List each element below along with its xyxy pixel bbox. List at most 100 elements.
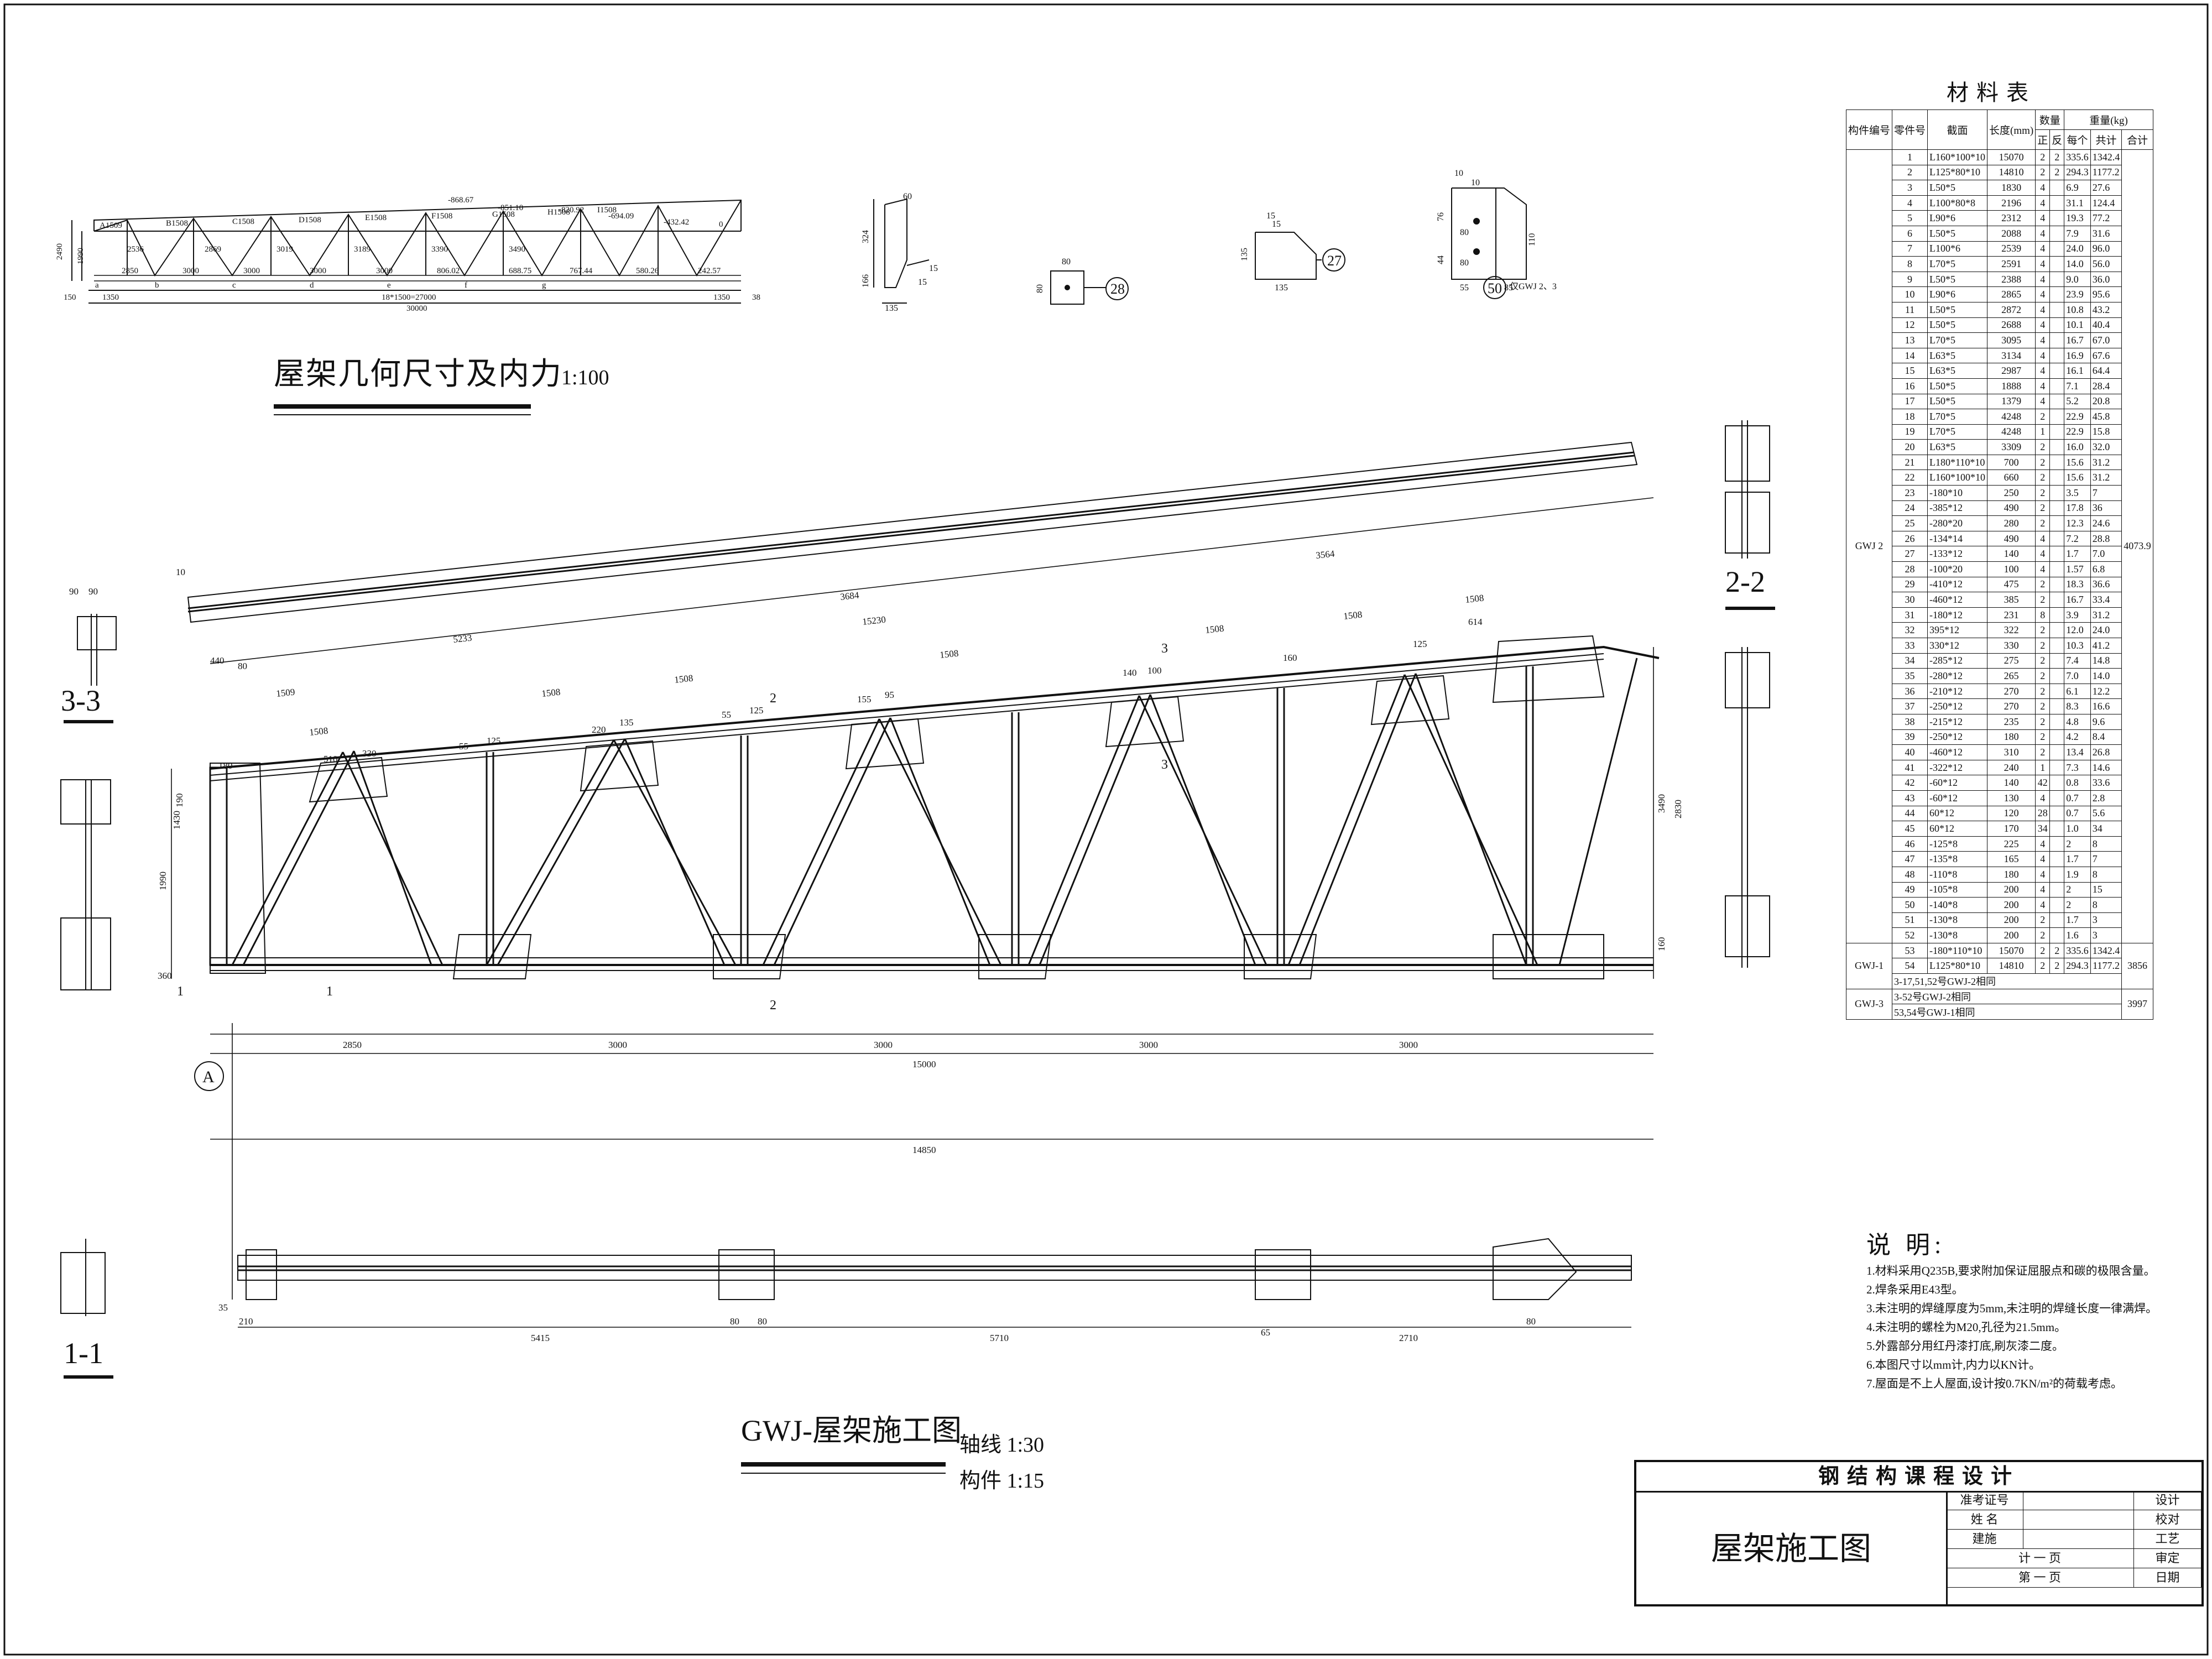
table-cell (2049, 576, 2065, 593)
part-dim: 90 (69, 586, 79, 597)
table-cell: 9.0 (2064, 271, 2091, 288)
table-cell: 1 (2035, 759, 2051, 776)
table-cell (2049, 301, 2065, 318)
table-cell: 3997 (2121, 988, 2153, 1020)
table-cell: 1342.4 (2090, 149, 2122, 165)
table-cell (2049, 653, 2065, 669)
table-cell: 15.6 (2064, 454, 2091, 471)
table-cell (2049, 683, 2065, 700)
plan-dim: 35 (218, 1302, 228, 1313)
table-cell: L100*80*8 (1927, 195, 1988, 211)
table-cell: 2 (2035, 668, 2051, 684)
table-cell: 4 (2035, 256, 2051, 272)
force-label: -820.92 (559, 206, 584, 215)
plate-28-dim: 80 (1035, 284, 1045, 293)
left-dim: 1350 (102, 293, 119, 302)
table-cell: 2 (2035, 469, 2051, 486)
drawing-name: 屋架施工图 (1636, 1491, 1948, 1606)
table-cell: 14.6 (2090, 759, 2122, 776)
right-dim: 1350 (713, 293, 730, 302)
table-cell: -285*12 (1927, 653, 1988, 669)
table-cell (2049, 561, 2065, 577)
table-cell: 4 (2035, 561, 2051, 577)
table-cell: 3 (1892, 180, 1928, 196)
table-cell: GWJ-3 (1845, 988, 1893, 1020)
table-cell: 3.9 (2064, 607, 2091, 623)
table-cell: 2 (2035, 729, 2051, 745)
dim-label: 3000 (608, 1040, 627, 1050)
plate-27-dim: 135 (1275, 283, 1288, 293)
plan-dim: 65 (1261, 1327, 1270, 1338)
table-cell: -180*10 (1927, 485, 1988, 501)
table-cell: 11 (1892, 301, 1928, 318)
table-cell: 140 (1987, 775, 2036, 791)
table-cell: -135*8 (1927, 851, 1988, 867)
diag-label: 3019 (276, 245, 293, 254)
table-cell: 7 (2090, 485, 2122, 501)
table-cell: -460*12 (1927, 744, 1988, 760)
materials-title: 材料表 (1947, 80, 2036, 105)
table-cell (2049, 286, 2065, 302)
geometry-labels: A1509 B1508 C1508 D1508 E1508 F1508 G150… (55, 196, 760, 313)
tb-right-label: 审定 (2134, 1549, 2201, 1568)
table-cell: 200 (1987, 881, 2036, 898)
table-cell: -125*8 (1927, 836, 1988, 852)
title-block-header: 钢结构课程设计 (1636, 1462, 2201, 1493)
table-cell: 26.8 (2090, 744, 2122, 760)
gusset-dim: 135 (885, 304, 898, 313)
table-cell (2049, 393, 2065, 410)
table-cell: 2 (2064, 836, 2091, 852)
header-sum: 合计 (2121, 129, 2153, 150)
table-cell: 280 (1987, 515, 2036, 531)
dim-label: 1508 (674, 673, 693, 685)
table-cell: 330 (1987, 638, 2036, 654)
table-cell: 200 (1987, 927, 2036, 943)
plate-50-dim: 10 (1454, 169, 1463, 178)
table-cell: 231 (1987, 607, 2036, 623)
table-cell: 130 (1987, 790, 2036, 806)
force-label: -851.10 (498, 204, 523, 212)
table-cell: 294.3 (2064, 958, 2091, 974)
table-cell: 2 (2035, 942, 2051, 959)
table-cell: 96.0 (2090, 241, 2122, 257)
table-cell: L50*5 (1927, 317, 1988, 333)
chord-label: C1508 (232, 217, 254, 226)
dim-label: 3564 (1315, 548, 1335, 561)
table-cell: 14810 (1987, 164, 2036, 181)
force-label: 767.44 (570, 267, 593, 275)
plate-50-dim: 110 (1527, 233, 1537, 246)
note-item: 1.材料采用Q235B,要求附加保证屈服点和碳的极限含量。 (1866, 1264, 2156, 1277)
table-cell: 4 (2035, 881, 2051, 898)
table-cell (2049, 775, 2065, 791)
plate-28-dim: 80 (1062, 257, 1071, 267)
cut-mark: 2 (770, 691, 776, 706)
span-dim: 14850 (912, 1145, 936, 1155)
table-cell: 2 (2064, 881, 2091, 898)
table-cell: 64.4 (2090, 363, 2122, 379)
table-cell: 0.7 (2064, 805, 2091, 822)
node-label: c (232, 281, 236, 290)
table-cell: 3-17,51,52号GWJ-2相同 (1892, 973, 2122, 989)
table-cell: 4 (2035, 851, 2051, 867)
plan-dim: 5415 (531, 1333, 550, 1343)
table-cell: L70*5 (1927, 332, 1988, 348)
table-cell: 4073.9 (2121, 149, 2153, 943)
table-cell: 45 (1892, 821, 1928, 837)
vert-dim: 1990 (158, 872, 168, 890)
table-cell: -134*14 (1927, 530, 1988, 547)
table-cell: -105*8 (1927, 881, 1988, 898)
tb-right-label: 校对 (2134, 1510, 2201, 1530)
plan-dim: 210 (239, 1316, 253, 1327)
table-cell (2049, 485, 2065, 501)
table-cell: 13.4 (2064, 744, 2091, 760)
plate-50-dim: 44 (1436, 255, 1446, 264)
table-cell: 170 (1987, 821, 2036, 837)
header-each: 每个 (2064, 129, 2091, 150)
